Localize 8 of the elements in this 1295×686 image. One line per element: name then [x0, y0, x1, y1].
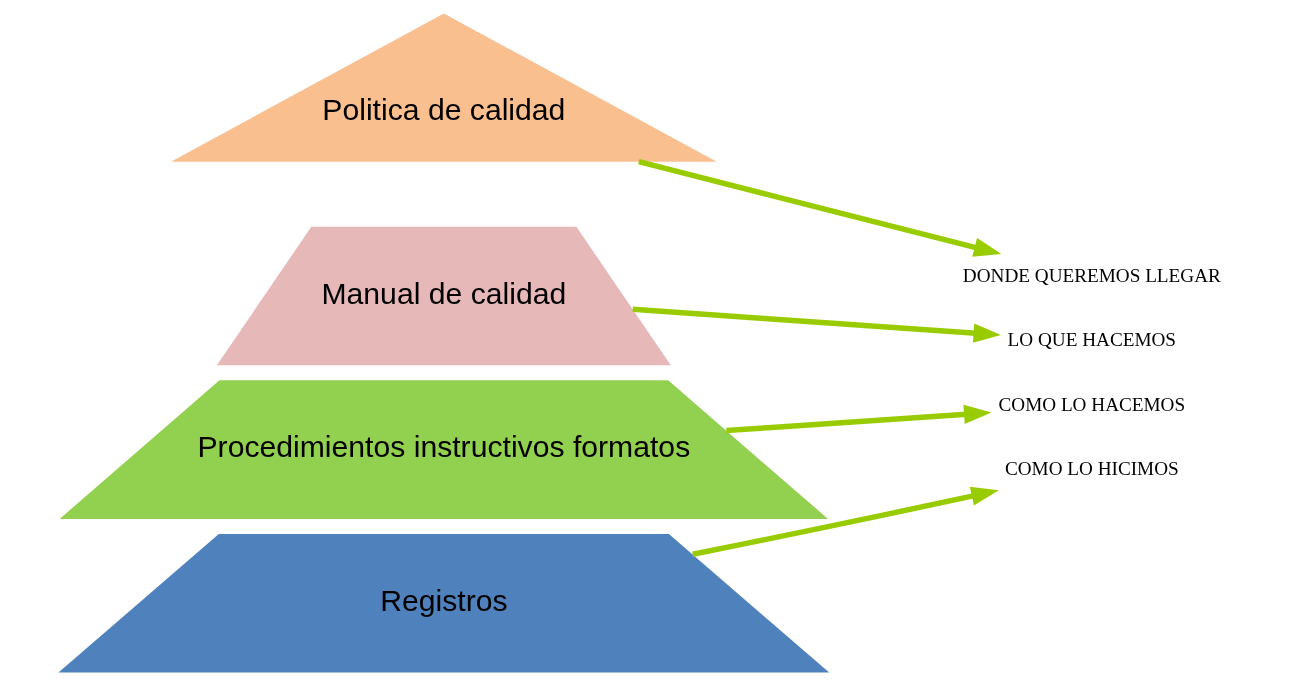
arrow [632, 306, 1001, 343]
node-text: LO QUE HACEMOS [1007, 329, 1177, 351]
node-text: DONDE QUEREMOS LLEGAR [962, 264, 1221, 286]
arrow [692, 486, 999, 557]
node-text: COMO LO HACEMOS [998, 393, 1186, 415]
arrow [638, 158, 1002, 257]
node-text: COMO LO HICIMOS [1004, 458, 1179, 480]
arrow [726, 404, 992, 434]
